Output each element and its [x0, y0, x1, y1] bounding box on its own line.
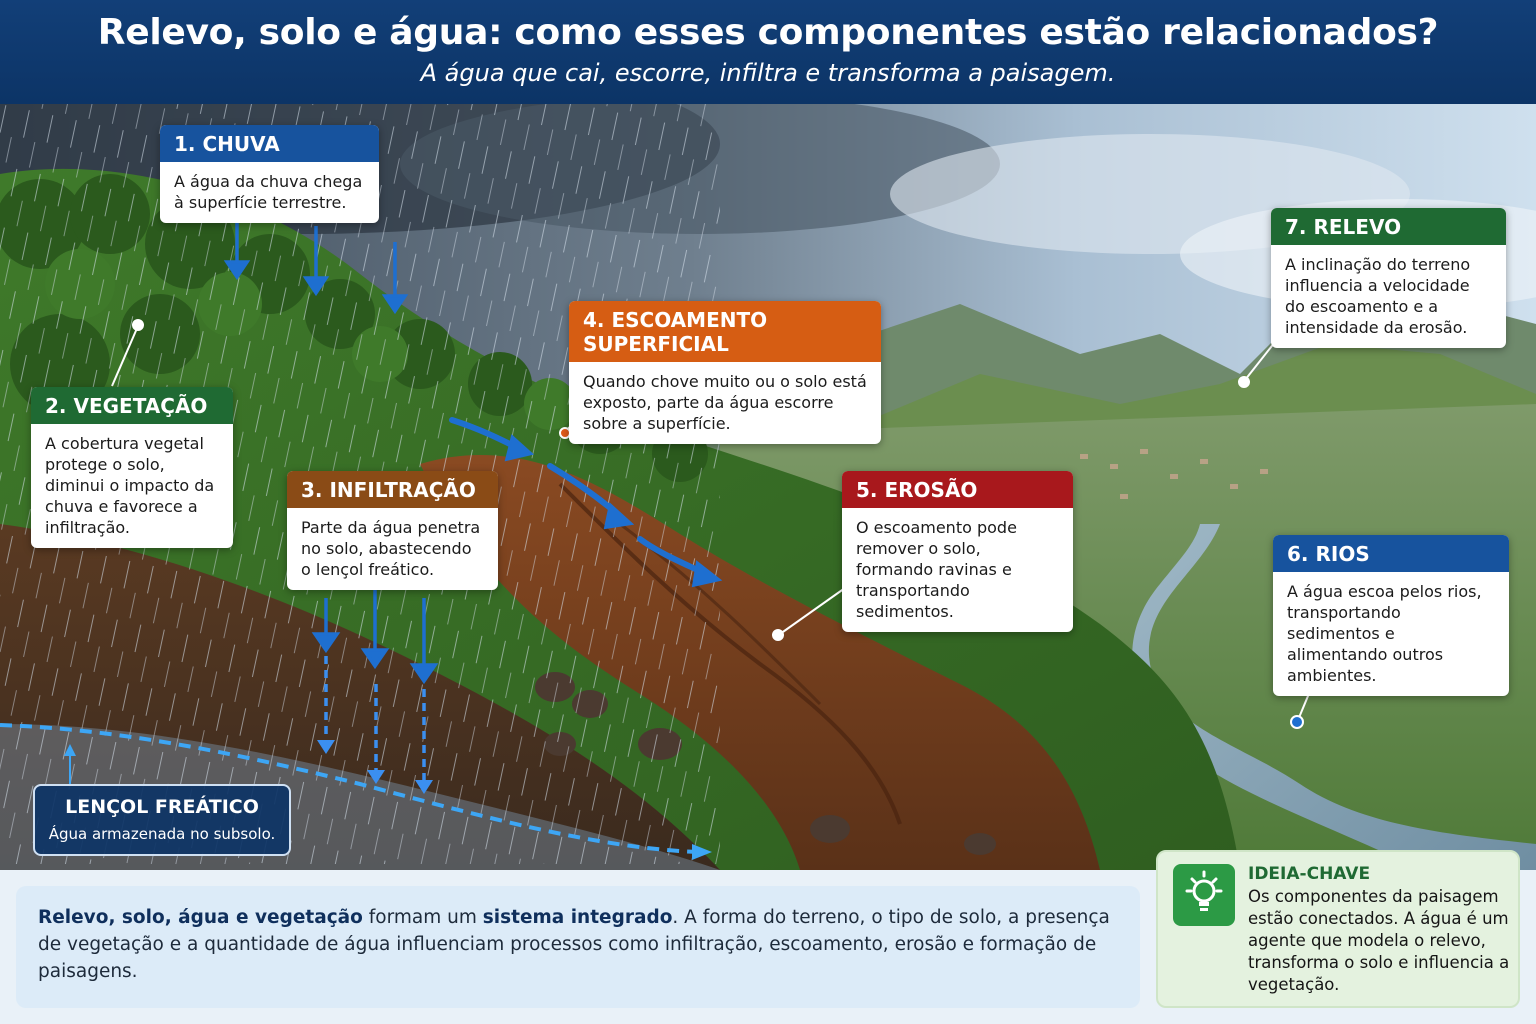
- lencol-freatico-label: LENÇOL FREÁTICO Água armazenada no subso…: [33, 784, 291, 856]
- callout-relevo-title: 7. RELEVO: [1271, 208, 1506, 245]
- callout-escoamento-text: Quando chove muito ou o solo está expost…: [583, 372, 867, 433]
- callout-vegetacao: 2. VEGETAÇÃO A cobertura vegetal protege…: [31, 387, 233, 548]
- callout-vegetacao-title: 2. VEGETAÇÃO: [31, 387, 233, 424]
- lencol-text: Água armazenada no subsolo.: [48, 825, 276, 843]
- callout-vegetacao-text: A cobertura vegetal protege o solo, dimi…: [45, 434, 215, 537]
- summary-text-2: . A forma do terreno, o tipo de solo, a …: [38, 907, 1110, 982]
- callout-chuva: 1. CHUVA A água da chuva chega à superfí…: [160, 125, 379, 223]
- lightbulb-icon: [1173, 864, 1235, 926]
- callout-infiltracao-text: Parte da água penetra no solo, abastecen…: [301, 518, 481, 579]
- key-idea-panel: IDEIA-CHAVE Os componentes da paisagem e…: [1156, 850, 1520, 1008]
- callout-rios-title: 6. RIOS: [1273, 535, 1509, 572]
- callout-rios-text: A água escoa pelos rios, transportando s…: [1287, 582, 1482, 685]
- summary-text: Relevo, solo, água e vegetação formam um…: [16, 886, 1140, 1003]
- summary-panel: Relevo, solo, água e vegetação formam um…: [16, 886, 1140, 1008]
- callout-rios: 6. RIOS A água escoa pelos rios, transpo…: [1273, 535, 1509, 696]
- summary-bold-1: Relevo, solo, água e vegetação: [38, 907, 363, 928]
- lencol-title: LENÇOL FREÁTICO: [65, 796, 259, 818]
- landscape-illustration: 1. CHUVA A água da chuva chega à superfí…: [0, 104, 1536, 870]
- summary-text-1: formam um: [362, 907, 483, 928]
- callout-erosao: 5. EROSÃO O escoamento pode remover o so…: [842, 471, 1073, 632]
- callout-escoamento: 4. ESCOAMENTO SUPERFICIAL Quando chove m…: [569, 301, 881, 444]
- page-title: Relevo, solo e água: como esses componen…: [97, 12, 1439, 53]
- callout-infiltracao: 3. INFILTRAÇÃO Parte da água penetra no …: [287, 471, 498, 590]
- callout-chuva-title: 1. CHUVA: [160, 125, 379, 162]
- page-subtitle: A água que cai, escorre, infiltra e tran…: [420, 59, 1116, 87]
- key-idea-text: Os componentes da paisagem estão conecta…: [1248, 887, 1510, 994]
- callout-escoamento-title: 4. ESCOAMENTO SUPERFICIAL: [569, 301, 881, 362]
- callout-infiltracao-title: 3. INFILTRAÇÃO: [287, 471, 498, 508]
- header: Relevo, solo e água: como esses componen…: [0, 0, 1536, 104]
- callout-erosao-text: O escoamento pode remover o solo, forman…: [856, 518, 1017, 621]
- summary-bold-2: sistema integrado: [482, 907, 673, 928]
- callout-relevo-text: A inclinação do terreno influencia a vel…: [1285, 255, 1471, 337]
- key-idea-title: IDEIA-CHAVE: [1248, 864, 1371, 884]
- callout-chuva-text: A água da chuva chega à superfície terre…: [174, 172, 363, 212]
- callout-erosao-title: 5. EROSÃO: [842, 471, 1073, 508]
- callout-relevo: 7. RELEVO A inclinação do terreno influe…: [1271, 208, 1506, 348]
